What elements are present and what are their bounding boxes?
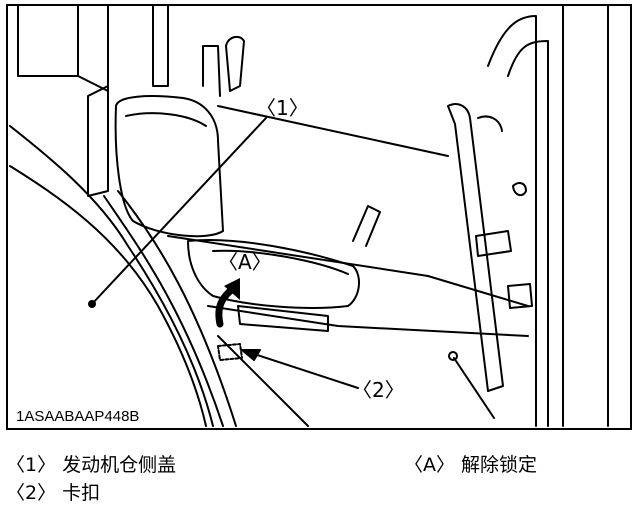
column-knob <box>477 115 503 132</box>
cable <box>453 357 495 419</box>
release-arrow-head <box>224 278 240 300</box>
legend-text: 卡扣 <box>62 482 101 504</box>
cabin-frame-pillar <box>77 6 109 92</box>
legend-text: 发动机仓侧盖 <box>62 454 177 476</box>
seat-slider <box>237 305 329 332</box>
cable-end <box>448 351 458 361</box>
floor-line <box>167 235 529 307</box>
door-frame-outer <box>507 40 549 427</box>
legend-key: 〈A〉 <box>404 454 455 476</box>
seat-mount-post <box>202 45 221 97</box>
seat-back-seam <box>125 112 207 127</box>
cover-edge-rim <box>103 195 224 427</box>
legend-text: 解除锁定 <box>461 454 538 476</box>
floor-line-3 <box>217 335 309 427</box>
release-arrow <box>215 284 238 328</box>
clip <box>217 343 243 361</box>
legend-key: 〈2〉 <box>6 482 57 504</box>
cover-edge-inner <box>9 165 207 427</box>
cabin-frame-top <box>17 6 79 77</box>
technical-illustration: 〈1〉 〈A〉 〈2〉 1ASAABAAP448B <box>6 4 632 430</box>
legend-item-2: 〈2〉 卡扣 <box>6 484 100 503</box>
rear-rail <box>217 105 449 157</box>
cover-edge-outer <box>9 125 214 427</box>
cabin-panel <box>87 85 109 197</box>
door-frame-inner <box>487 15 537 427</box>
seat-lever <box>352 205 381 247</box>
leader-1 <box>91 117 267 305</box>
callout-2: 〈2〉 <box>352 378 405 402</box>
seat-cushion-seam <box>212 249 349 275</box>
callout-a: 〈A〉 <box>218 250 272 274</box>
figure-id: 1ASAABAAP448B <box>16 408 140 425</box>
column-clamp <box>475 230 512 257</box>
door-hinge <box>507 283 533 309</box>
door-bolt <box>512 182 527 197</box>
seat-cushion <box>187 239 360 309</box>
callout-1: 〈1〉 <box>256 96 309 120</box>
cover-edge-rim-2 <box>117 190 237 427</box>
leader-2-arrowhead <box>241 349 261 361</box>
leader-1-dot <box>88 300 96 308</box>
floor-line-2 <box>207 305 529 337</box>
legend-key: 〈1〉 <box>6 454 57 476</box>
leader-2 <box>247 351 359 389</box>
legend-item-a: 〈A〉 解除锁定 <box>404 456 537 475</box>
control-column <box>447 103 504 392</box>
seat-back <box>114 95 224 238</box>
legend-item-1: 〈1〉 发动机仓侧盖 <box>6 456 176 475</box>
rear-pillar <box>152 6 169 87</box>
grab-handle <box>225 35 245 92</box>
seat-cover-drawing <box>9 6 609 427</box>
